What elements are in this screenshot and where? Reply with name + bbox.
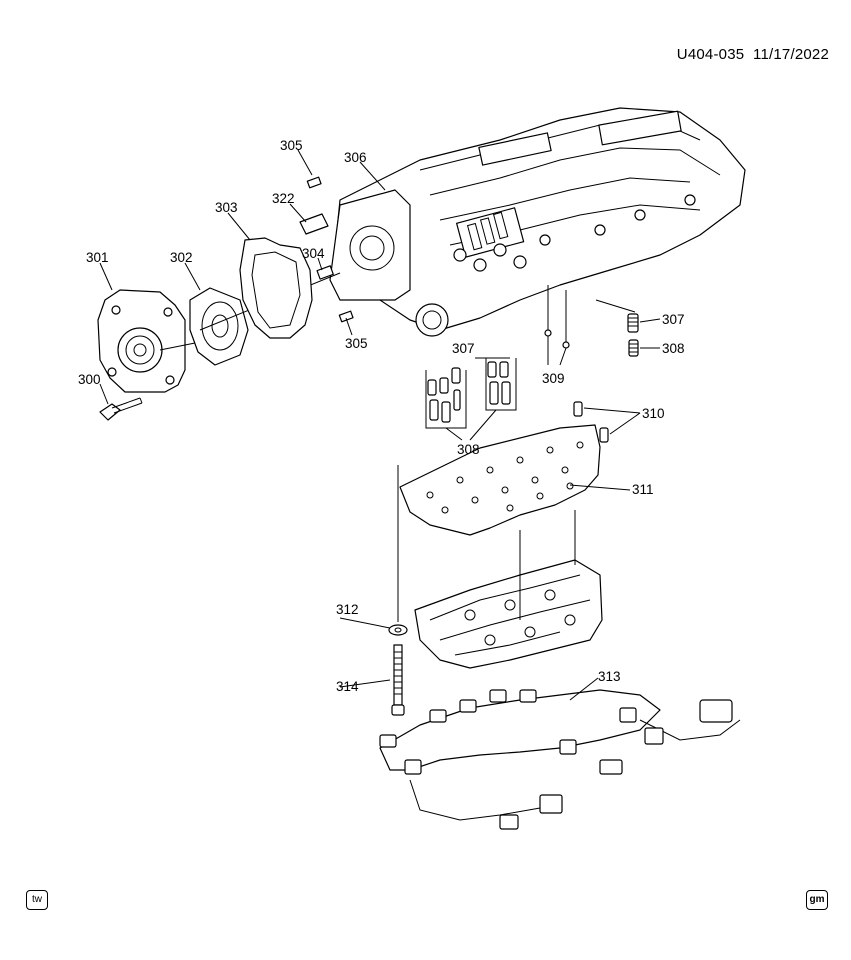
washer-312 [388, 624, 408, 636]
callout-310: 310 [642, 406, 665, 421]
callout-313: 313 [598, 669, 621, 684]
callout-304: 304 [302, 246, 325, 261]
gasket-303 [239, 237, 313, 339]
diagram-code: U404-035 [676, 46, 745, 63]
callout-307-middle: 307 [452, 341, 475, 356]
callout-303: 303 [215, 200, 238, 215]
callout-308-right: 308 [662, 341, 685, 356]
callout-306: 306 [344, 150, 367, 165]
springs-group-307-308 [425, 358, 517, 441]
callout-307-right: 307 [662, 312, 685, 327]
transmission-case [329, 107, 746, 337]
pins-310 [573, 401, 609, 443]
callout-305-top: 305 [280, 138, 303, 153]
pin-305-bottom [338, 310, 354, 323]
diagram-date: 11/17/2022 [753, 46, 829, 63]
separator-plate-311 [399, 424, 601, 536]
bolt-300 [99, 397, 143, 421]
seal-322 [299, 213, 329, 235]
callout-300: 300 [78, 372, 101, 387]
callout-312: 312 [336, 602, 359, 617]
check-balls-309 [544, 329, 570, 349]
bolt-314 [391, 644, 405, 716]
spring-308-right [628, 339, 639, 357]
callout-labels: 305 306 303 322 304 301 302 305 300 307 … [78, 138, 685, 694]
wiring-harness-313 [379, 689, 741, 830]
lower-valve-body [414, 559, 603, 669]
callout-308-middle: 308 [457, 442, 480, 457]
callout-322: 322 [272, 191, 295, 206]
callout-302: 302 [170, 250, 193, 265]
gm-logo: gm [806, 890, 828, 910]
callout-314: 314 [336, 679, 359, 694]
spring-307-right [627, 313, 639, 333]
callout-305-bottom: 305 [345, 336, 368, 351]
callout-309: 309 [542, 371, 565, 386]
dowel-304 [316, 265, 334, 280]
pin-305-top [306, 176, 322, 189]
diagram-header: U404-035 11/17/2022 [677, 46, 829, 63]
pump-cover-301 [97, 289, 201, 393]
callout-301: 301 [86, 250, 109, 265]
callout-311: 311 [632, 482, 654, 497]
tw-logo: tw [26, 890, 48, 910]
leader-lines [99, 149, 661, 701]
